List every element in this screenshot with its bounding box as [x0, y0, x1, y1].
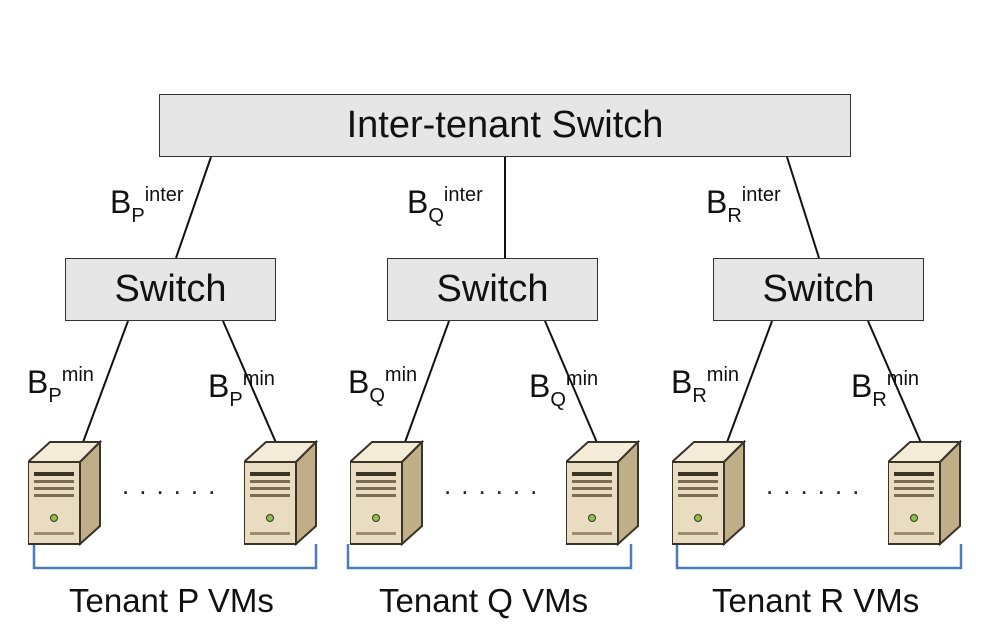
- bandwidth-min-q-1: BQmin: [348, 364, 418, 406]
- vm-ellipsis-p: ......: [122, 470, 226, 500]
- bandwidth-inter-p: BPinter: [110, 184, 184, 226]
- switch-tenant-q: Switch: [387, 258, 598, 321]
- switch-tenant-p: Switch: [65, 258, 276, 321]
- server-icon: [669, 439, 747, 547]
- link-switch-r-vm1: [725, 320, 773, 446]
- switch-label: Switch: [114, 268, 227, 310]
- server-icon: [885, 439, 963, 547]
- bw-sub: Q: [550, 389, 566, 411]
- bw-sup: inter: [144, 184, 184, 206]
- bw-sub: R: [727, 205, 742, 227]
- switch-tenant-r: Switch: [713, 258, 924, 321]
- bw-sub: R: [872, 389, 887, 411]
- bandwidth-min-p-1: BPmin: [27, 364, 94, 406]
- vm-ellipsis-r: ......: [766, 470, 870, 500]
- bw-sup: inter: [741, 184, 781, 206]
- bandwidth-min-p-2: BPmin: [208, 368, 275, 410]
- link-top-to-switch-p: [175, 156, 212, 259]
- bw-sup: min: [384, 364, 418, 386]
- bw-sup: min: [242, 368, 275, 390]
- bandwidth-min-q-2: BQmin: [529, 368, 599, 410]
- bracket-q: [346, 544, 633, 570]
- bw-base: B: [208, 368, 230, 404]
- link-switch-r-vmn: [867, 320, 923, 446]
- link-top-to-switch-r: [786, 156, 820, 259]
- bandwidth-inter-r: BRinter: [706, 184, 781, 226]
- switch-label: Switch: [436, 268, 549, 310]
- bw-sub: P: [229, 389, 243, 411]
- bw-sub: P: [131, 205, 145, 227]
- inter-tenant-switch: Inter-tenant Switch: [159, 94, 851, 157]
- vm-ellipsis-q: ......: [444, 470, 548, 500]
- bw-base: B: [671, 364, 693, 400]
- bw-sup: min: [886, 368, 920, 390]
- bw-sub: P: [48, 385, 62, 407]
- bw-base: B: [529, 368, 551, 404]
- bw-base: B: [348, 364, 370, 400]
- bw-sup: min: [706, 364, 740, 386]
- tenant-caption-p: Tenant P VMs: [69, 582, 274, 619]
- bw-base: B: [407, 184, 429, 220]
- bw-sub: Q: [369, 385, 385, 407]
- bw-sup: inter: [443, 184, 483, 206]
- link-switch-q-vmn: [544, 320, 599, 446]
- server-icon: [347, 439, 425, 547]
- server-icon: [241, 439, 319, 547]
- server-icon: [563, 439, 641, 547]
- bw-sup: min: [61, 364, 94, 386]
- bw-base: B: [706, 184, 728, 220]
- bandwidth-min-r-2: BRmin: [851, 368, 920, 410]
- link-switch-q-vm1: [403, 320, 450, 446]
- server-icon: [25, 439, 103, 547]
- link-switch-p-vmn: [222, 320, 278, 446]
- bracket-p: [32, 544, 318, 570]
- link-switch-p-vm1: [81, 320, 129, 446]
- bracket-r: [675, 544, 963, 570]
- bw-base: B: [110, 184, 132, 220]
- switch-label: Switch: [762, 268, 875, 310]
- bw-sub: R: [692, 385, 707, 407]
- bandwidth-inter-q: BQinter: [407, 184, 483, 226]
- bw-sup: min: [565, 368, 599, 390]
- bw-base: B: [27, 364, 49, 400]
- tenant-caption-r: Tenant R VMs: [712, 582, 920, 619]
- inter-tenant-switch-label: Inter-tenant Switch: [346, 104, 664, 146]
- tenant-caption-q: Tenant Q VMs: [379, 582, 589, 619]
- bw-base: B: [851, 368, 873, 404]
- bandwidth-min-r-1: BRmin: [671, 364, 740, 406]
- bw-sub: Q: [428, 205, 444, 227]
